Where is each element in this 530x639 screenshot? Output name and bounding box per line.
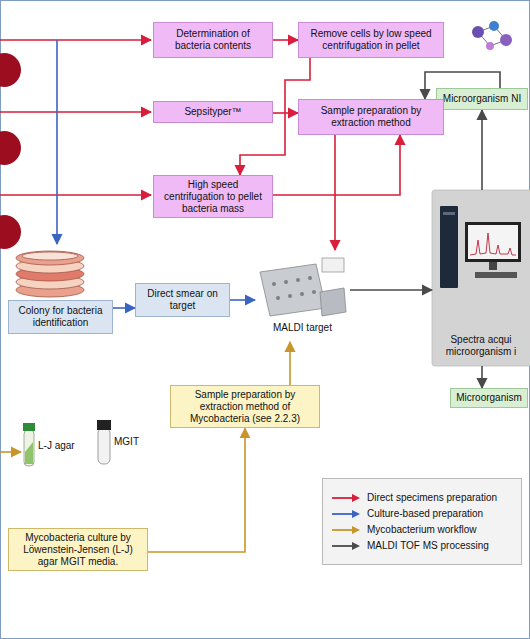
process-box: High speed centrifugation to pellet bact…: [153, 175, 273, 218]
node-text: Microorganism NI: [443, 93, 521, 105]
culture-tubes: [23, 420, 111, 466]
node-text: Spectra acqui microorganism i: [437, 334, 525, 358]
result-box: Microorganism NI: [436, 88, 528, 110]
legend-entry: Culture-based preparation: [331, 508, 513, 519]
node-text: High speed centrifugation to pellet bact…: [159, 179, 267, 214]
feed-lines: [0, 40, 151, 452]
legend-line-sample: [331, 525, 361, 535]
flow-arrow: [350, 289, 432, 291]
maldi-target-plate: [260, 258, 346, 316]
node-text: Mycobacteria culture by Löwenstein-Jense…: [14, 532, 142, 567]
legend-entry: Direct specimens preparation: [331, 492, 513, 503]
process-box: Determination of bacteria contents: [153, 22, 273, 58]
node-text: Direct smear on target: [141, 288, 224, 312]
process-box: Sample preparation by extraction method …: [170, 385, 320, 428]
node-text: Sepsityper™: [184, 106, 241, 118]
result-box: Microorganism: [450, 388, 528, 408]
legend-text: Mycobacterium workflow: [367, 524, 476, 535]
tube-label: L-J agar: [38, 440, 75, 451]
flow-arrow: [230, 299, 255, 301]
flow-arrow: [273, 112, 298, 114]
process-box: Direct smear on target: [135, 283, 230, 317]
blood-culture-dots: [0, 53, 21, 249]
process-box: Sample preparation by extraction method: [298, 99, 444, 135]
node-text: Sample preparation by extraction method: [304, 105, 438, 129]
flow-arrow: [334, 135, 336, 250]
target-figure: MALDI target: [255, 250, 350, 342]
flow-arrow: [240, 58, 310, 175]
process-box: Colony for bacteria identification: [8, 300, 113, 334]
ms-instrument-panel: [432, 190, 530, 366]
legend-line-sample: [331, 493, 361, 503]
flow-arrow: [148, 428, 245, 552]
legend-text: Direct specimens preparation: [367, 492, 497, 503]
legend-text: Culture-based preparation: [367, 508, 483, 519]
petri-dishes: [16, 251, 84, 297]
flow-arrow: [273, 39, 298, 41]
node-text: Determination of bacteria contents: [159, 28, 267, 52]
process-box: Remove cells by low speed centrifugation…: [298, 22, 444, 58]
node-text: Microorganism: [456, 392, 522, 404]
legend-text: MALDI TOF MS processing: [367, 540, 489, 551]
flow-arrow: [481, 366, 483, 388]
instrument-panel: Spectra acqui microorganism i: [432, 190, 530, 366]
node-text: Colony for bacteria identification: [14, 305, 107, 329]
molecule-icon: [472, 21, 512, 50]
legend-entry: Mycobacterium workflow: [331, 524, 513, 535]
flow-arrow: [481, 110, 483, 190]
flow-arrow: [425, 72, 500, 99]
flow-arrow: [289, 342, 291, 385]
tube-label: MGIT: [114, 436, 139, 447]
legend-line-sample: [331, 509, 361, 519]
process-box: Mycobacteria culture by Löwenstein-Jense…: [8, 528, 148, 571]
node-text: Remove cells by low speed centrifugation…: [304, 28, 438, 52]
legend-line-sample: [331, 541, 361, 551]
node-text: Sample preparation by extraction method …: [176, 389, 314, 424]
legend-entry: MALDI TOF MS processing: [331, 540, 513, 551]
node-text: MALDI target: [273, 322, 332, 334]
flow-arrow: [113, 307, 135, 309]
legend-box: Direct specimens preparationCulture-base…: [322, 478, 522, 565]
process-box: Sepsityper™: [153, 101, 273, 123]
flow-arrow: [273, 135, 400, 195]
